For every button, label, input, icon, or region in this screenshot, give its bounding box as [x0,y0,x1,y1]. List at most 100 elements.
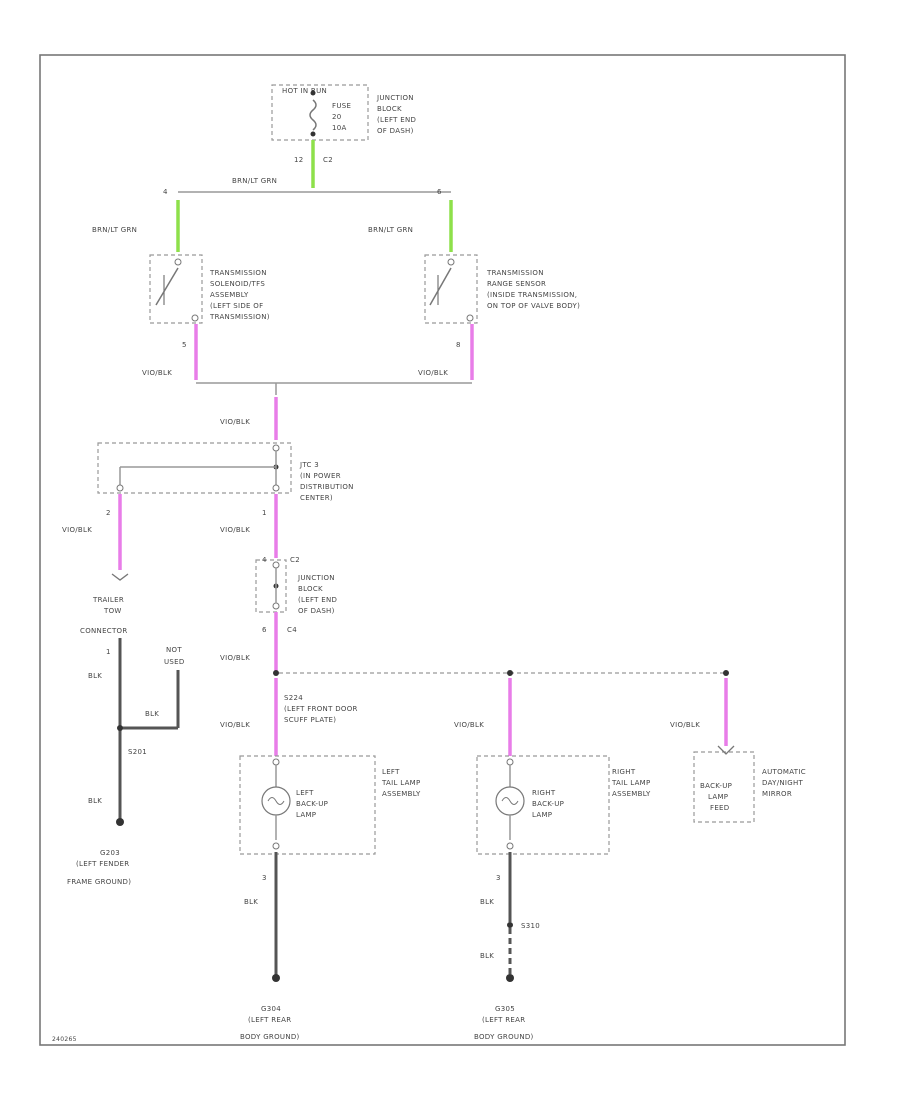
backup-feed-l1: BACK-UP [700,782,732,790]
right-backup-l2: BACK-UP [532,800,564,808]
fuse-terminal-top [310,90,316,96]
auto-mirror-l1: AUTOMATIC [762,768,806,776]
pin-5-label: 5 [182,341,187,349]
ground-g304-icon [272,974,280,982]
trans-solenoid-l2: SOLENOID/TFS [210,280,265,288]
right-tail-l1: RIGHT [612,768,636,776]
pin-6-c4-label: 6 [262,626,267,634]
junction-block-mid-l3: (LEFT END [298,596,337,604]
transmission-range-sensor: TRANSMISSION RANGE SENSOR (INSIDE TRANSM… [424,254,580,324]
ground-g203-icon [116,818,124,826]
splice-s310 [507,922,513,928]
junction-block-top-l2: BLOCK [377,105,402,113]
trans-solenoid-l5: TRANSMISSION) [209,313,270,321]
pin-3-left-label: 3 [262,874,267,882]
blk-trailer-label: BLK [88,672,102,680]
vio-blk-down-label: VIO/BLK [220,418,250,426]
auto-mirror-l2: DAY/NIGHT [762,779,804,787]
vio-blk-mirror-label: VIO/BLK [670,721,700,729]
trans-range-l2: RANGE SENSOR [487,280,546,288]
fuse-terminal-bottom [310,131,316,137]
backup-feed-l3: FEED [710,804,729,812]
s224-l3: SCUFF PLATE) [284,716,336,724]
junction-block-mid-l1: JUNCTION [297,574,335,582]
blk-left-lamp-label: BLK [244,898,258,906]
trailer-tow-connector: TRAILER TOW CONNECTOR [80,573,129,635]
right-backup-l1: RIGHT [532,789,556,797]
pdc-l4: CENTER) [300,494,333,502]
pin-4-left-label: 4 [163,188,168,196]
switch-blade-right [429,267,452,306]
fuse-icon [309,99,317,131]
pin-1-pdc-label: 1 [262,509,267,517]
vio-blk-trailer-label: VIO/BLK [62,526,92,534]
trailer-tow-l1: TRAILER [92,596,124,604]
vio-blk-mid-label: VIO/BLK [220,526,250,534]
c2-mid-label: C2 [290,556,300,564]
vio-blk-splice-label: VIO/BLK [220,654,250,662]
junction-block-mid-l2: BLOCK [298,585,323,593]
left-tail-l3: ASSEMBLY [382,790,421,798]
junction-block-mid-l4: OF DASH) [298,607,335,615]
pdc-l2: (IN POWER [300,472,341,480]
blk-right-lamp-label: BLK [480,898,494,906]
pin-6-right-label: 6 [437,188,442,196]
right-tail-l2: TAIL LAMP [611,779,651,787]
fuse-amp-label: 10A [332,124,347,132]
trans-solenoid-l3: ASSEMBLY [210,291,249,299]
left-tail-l1: LEFT [382,768,400,776]
trailer-tow-l2: TOW [103,607,122,615]
right-backup-l3: LAMP [532,811,552,819]
fuse-junction-block-top: HOT IN RUN FUSE 20 10A JUNCTION BLOCK (L… [271,84,416,141]
blk-ground-left-label: BLK [88,797,102,805]
g203-l2: (LEFT FENDER [76,860,129,868]
blk-right-ground-label: BLK [480,952,494,960]
pin-3-right-label: 3 [496,874,501,882]
hot-in-run-label: HOT IN RUN [282,87,327,95]
junction-block-top-l4: OF DASH) [377,127,414,135]
g304-l2: (LEFT REAR [248,1016,291,1024]
not-used-l2: USED [164,658,185,666]
splice-s224 [273,670,279,676]
left-backup-l3: LAMP [296,811,316,819]
pdc-l1: JTC 3 [299,461,319,469]
s224-l1: S224 [284,694,303,702]
junction-block-top-l1: JUNCTION [376,94,414,102]
fuse-label: FUSE [332,102,351,110]
brn-ltgrn-bus-label: BRN/LT GRN [232,177,277,185]
left-backup-l1: LEFT [296,789,314,797]
trans-range-l1: TRANSMISSION [486,269,544,277]
pin-12-label: 12 [294,156,304,164]
backup-feed-l2: LAMP [708,793,728,801]
transmission-solenoid-assembly: TRANSMISSION SOLENOID/TFS ASSEMBLY (LEFT… [149,254,270,324]
auto-day-night-mirror: BACK-UP LAMP FEED AUTOMATIC DAY/NIGHT MI… [693,745,806,823]
g305-l3: BODY GROUND) [474,1033,534,1041]
vio-blk-left-lamp-label: VIO/BLK [220,721,250,729]
c2-top-label: C2 [323,156,333,164]
trans-range-l4: ON TOP OF VALVE BODY) [487,302,580,310]
ground-g305-icon [506,974,514,982]
splice-s201 [117,725,123,731]
g305-l2: (LEFT REAR [482,1016,525,1024]
pin-1-trailer-label: 1 [106,648,111,656]
c4-label: C4 [287,626,297,634]
pin-4-c2-label: 4 [262,556,267,564]
g305-l1: G305 [495,1005,515,1013]
splice-mirror [723,670,729,676]
power-distribution-center: JTC 3 (IN POWER DISTRIBUTION CENTER) [97,442,353,502]
left-tail-lamp-assembly: LEFT BACK-UP LAMP LEFT TAIL LAMP ASSEMBL… [239,755,421,855]
vio-blk-right-lamp-label: VIO/BLK [454,721,484,729]
diagram-frame [39,54,846,1046]
not-used-l1: NOT [166,646,182,654]
g203-l1: G203 [100,849,120,857]
pin-2-pdc-label: 2 [106,509,111,517]
trans-range-l3: (INSIDE TRANSMISSION, [487,291,577,299]
junction-block-mid: 4 C2 JUNCTION BLOCK (LEFT END OF DASH) [255,556,337,615]
left-tail-l2: TAIL LAMP [381,779,421,787]
g304-l3: BODY GROUND) [240,1033,300,1041]
trans-solenoid-l4: (LEFT SIDE OF [210,302,263,310]
right-tail-l3: ASSEMBLY [612,790,651,798]
pin-8-label: 8 [456,341,461,349]
trailer-tow-l3: CONNECTOR [80,627,128,635]
